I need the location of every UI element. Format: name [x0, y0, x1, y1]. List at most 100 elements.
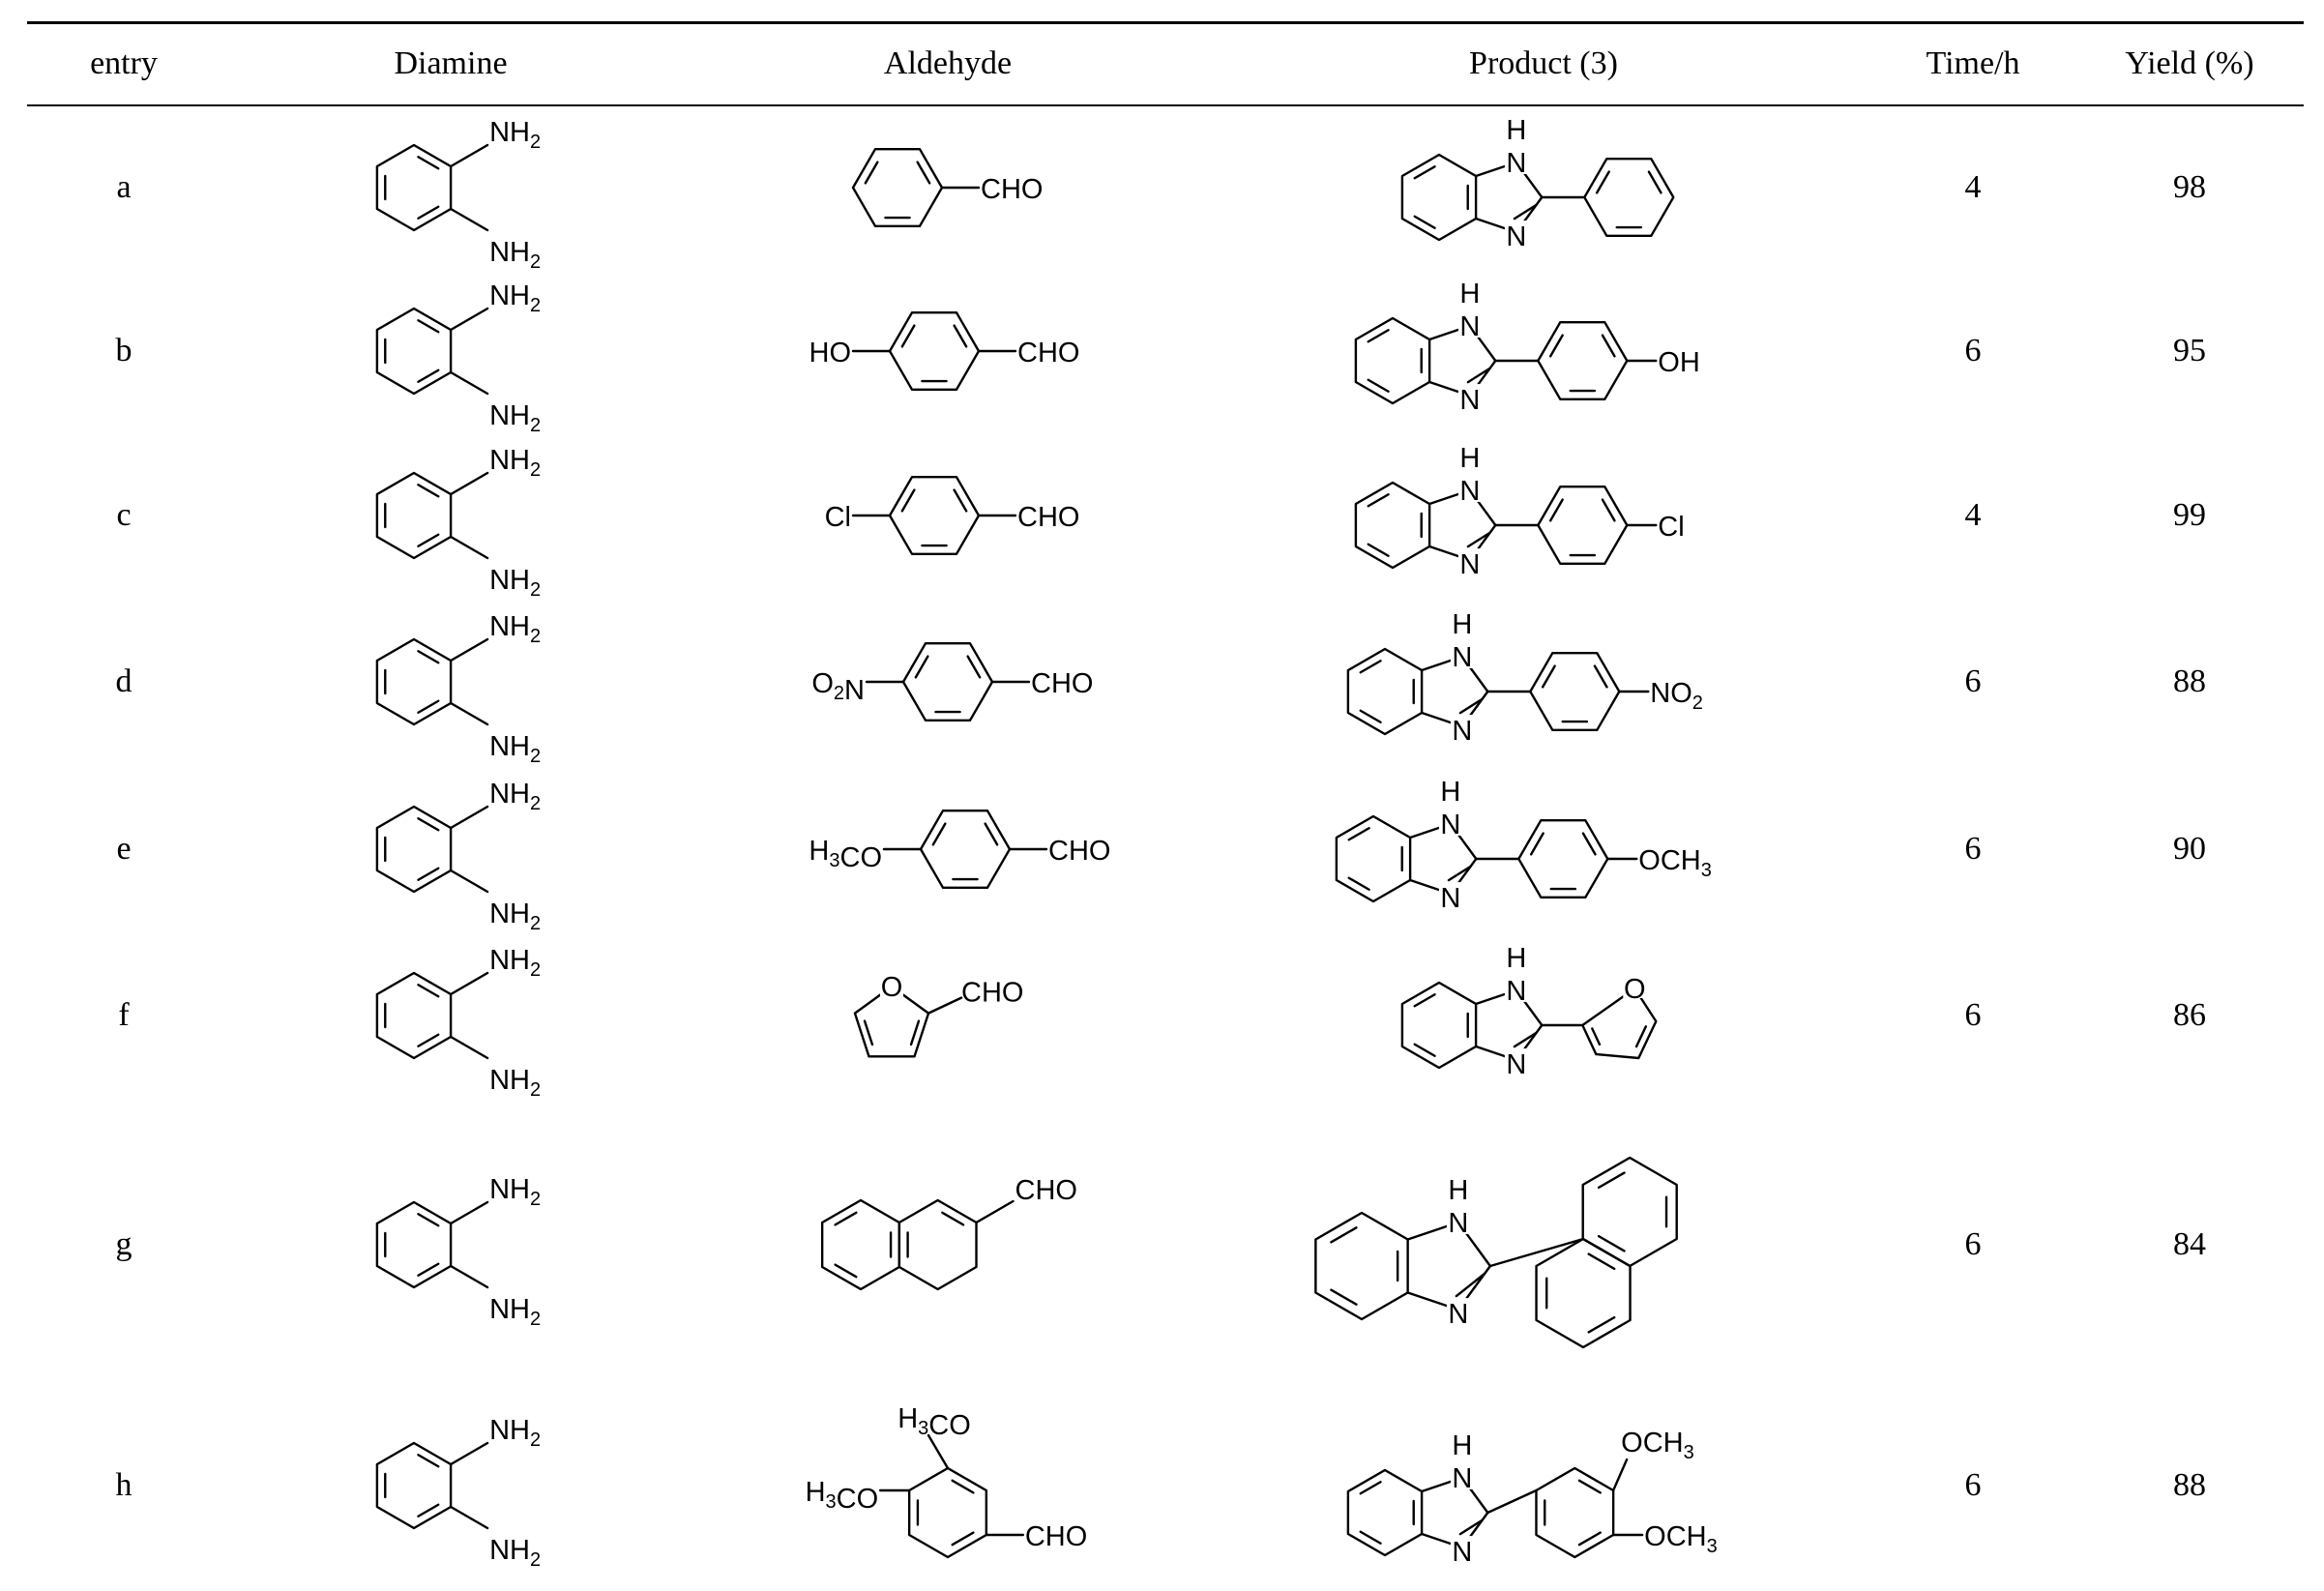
svg-text:O: O [1624, 974, 1646, 1005]
svg-text:N: N [1440, 883, 1460, 914]
svg-text:CHO: CHO [981, 174, 1043, 205]
svg-text:H: H [1506, 943, 1526, 974]
table-top-rule [27, 21, 2304, 24]
svg-text:OCH3: OCH3 [1644, 1521, 1718, 1557]
svg-text:NH2: NH2 [489, 400, 541, 436]
svg-text:NH2: NH2 [489, 1174, 541, 1210]
yield-cell: 88 [2173, 663, 2206, 699]
time-cell: 6 [1964, 1226, 1982, 1262]
svg-text:CHO: CHO [1025, 1521, 1087, 1552]
time-cell: 4 [1964, 169, 1982, 205]
svg-text:N: N [1440, 810, 1460, 840]
svg-text:O2N: O2N [811, 668, 865, 706]
entry-cell: g [115, 1226, 132, 1262]
svg-text:NH2: NH2 [489, 1294, 541, 1330]
entry-cell: h [115, 1467, 132, 1503]
time-cell: 6 [1964, 997, 1982, 1033]
svg-text:N: N [1448, 1299, 1468, 1330]
yield-cell: 88 [2173, 1467, 2206, 1503]
header-entry: entry [90, 45, 158, 81]
svg-text:NH2: NH2 [489, 779, 541, 814]
header-yield: Yield (%) [2125, 45, 2254, 81]
svg-text:Cl: Cl [1658, 512, 1684, 543]
svg-text:NH2: NH2 [489, 117, 541, 153]
yield-cell: 84 [2173, 1226, 2206, 1262]
entry-cell: f [118, 997, 130, 1033]
svg-text:CHO: CHO [961, 978, 1023, 1009]
entry-cell: e [116, 831, 132, 867]
svg-text:NH2: NH2 [489, 237, 541, 273]
header-diamine: Diamine [394, 45, 508, 81]
svg-text:N: N [1452, 716, 1472, 747]
svg-text:CHO: CHO [1048, 836, 1110, 867]
header-time: Time/h [1926, 45, 2020, 81]
svg-text:H: H [1452, 609, 1472, 640]
entry-cell: b [115, 333, 132, 368]
time-cell: 6 [1964, 663, 1982, 699]
svg-text:NH2: NH2 [489, 1535, 541, 1571]
svg-text:NH2: NH2 [489, 445, 541, 481]
svg-text:CHO: CHO [1031, 668, 1093, 699]
svg-text:N: N [1506, 221, 1526, 252]
svg-text:Cl: Cl [825, 502, 851, 533]
svg-text:NH2: NH2 [489, 280, 541, 316]
svg-text:H3CO: H3CO [806, 1477, 879, 1515]
yield-cell: 86 [2173, 997, 2206, 1033]
header-product: Product (3) [1469, 45, 1618, 81]
yield-cell: 90 [2173, 831, 2206, 867]
svg-text:N: N [1506, 148, 1526, 179]
entry-cell: a [116, 169, 132, 205]
svg-text:NH2: NH2 [489, 565, 541, 601]
svg-text:CHO: CHO [1015, 1175, 1077, 1206]
svg-text:CHO: CHO [1017, 338, 1079, 368]
svg-text:CHO: CHO [1017, 502, 1079, 533]
svg-text:NH2: NH2 [489, 1065, 541, 1101]
entry-cell: d [115, 663, 132, 699]
time-cell: 6 [1964, 1467, 1982, 1503]
svg-text:N: N [1452, 642, 1472, 673]
svg-text:N: N [1448, 1208, 1468, 1239]
svg-text:N: N [1506, 1049, 1526, 1080]
svg-text:NH2: NH2 [489, 1415, 541, 1451]
svg-text:NO2: NO2 [1650, 678, 1703, 714]
yield-cell: 99 [2173, 497, 2206, 533]
svg-text:OH: OH [1658, 347, 1700, 378]
svg-text:H: H [1448, 1175, 1468, 1206]
svg-text:H3CO: H3CO [809, 836, 882, 873]
svg-text:H3CO: H3CO [897, 1403, 971, 1441]
svg-text:NH2: NH2 [489, 899, 541, 934]
svg-text:H: H [1459, 443, 1480, 474]
svg-text:OCH3: OCH3 [1621, 1428, 1694, 1463]
svg-text:N: N [1459, 476, 1480, 507]
svg-text:H: H [1452, 1430, 1472, 1461]
time-cell: 6 [1964, 831, 1982, 867]
svg-text:N: N [1506, 976, 1526, 1007]
time-cell: 6 [1964, 333, 1982, 368]
svg-text:N: N [1452, 1537, 1472, 1568]
header-aldehyde: Aldehyde [883, 45, 1013, 81]
svg-text:HO: HO [809, 338, 852, 368]
yield-cell: 98 [2173, 169, 2206, 205]
svg-text:H: H [1506, 115, 1526, 146]
